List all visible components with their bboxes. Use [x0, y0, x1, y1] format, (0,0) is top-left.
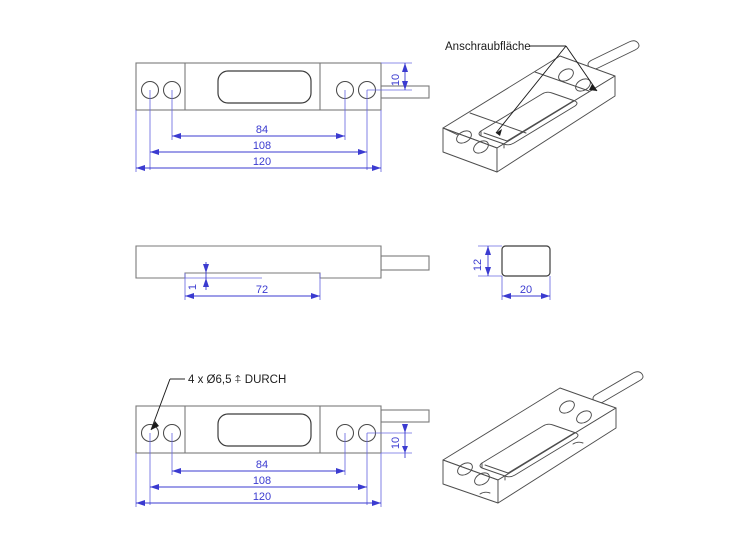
iso-top-near-pad-edge	[442, 127, 459, 136]
side-view: 1 72	[135, 245, 430, 300]
iso-top-hole-4	[473, 140, 489, 154]
top-view-dim-108: 108	[150, 140, 367, 155]
end-view: 12 20	[472, 245, 551, 300]
dim-label-10-bottom: 10	[390, 437, 402, 449]
iso-bottom-slot-depth	[481, 462, 506, 481]
dim-label-1: 1	[187, 284, 199, 290]
iso-top-pad-line-a	[469, 112, 527, 134]
hole-callout-leader	[150, 378, 185, 431]
iso-top-cable	[587, 40, 640, 70]
bottom-view-dim-84: 84	[172, 459, 345, 474]
anschraubflaeche-leader	[495, 45, 598, 136]
top-view: 84 108 120 10	[135, 62, 430, 172]
iso-top-slot-inner	[483, 100, 574, 142]
isometric-view-bottom	[442, 371, 644, 504]
iso-bottom-tick-b	[572, 441, 584, 445]
iso-top-right-face	[496, 75, 616, 173]
bottom-view-slot	[217, 413, 312, 447]
bottom-view-dim-120: 120	[135, 453, 382, 507]
iso-bottom-right-face	[497, 407, 617, 504]
iso-bottom-tick-a	[479, 491, 491, 495]
dim-label-120: 120	[253, 156, 271, 168]
top-view-dim-120: 120	[135, 110, 382, 172]
top-view-dim-10: 10	[367, 62, 412, 91]
dim-label-108-bottom: 108	[253, 475, 271, 487]
iso-top-hole-1	[558, 68, 574, 82]
top-view-dim-84: 84	[172, 124, 345, 139]
bottom-view-dim-108: 108	[150, 475, 367, 490]
iso-bottom-hole-2	[576, 410, 592, 424]
iso-bottom-hole-3	[457, 462, 473, 476]
bottom-view-cable	[380, 409, 430, 423]
iso-top-hole-3	[456, 130, 472, 144]
iso-top-pad-line-b	[534, 71, 590, 92]
side-view-dim-72: 72	[185, 273, 321, 300]
top-view-slot	[217, 70, 312, 104]
dim-label-72: 72	[256, 284, 268, 296]
dim-label-84: 84	[256, 124, 268, 136]
hole-callout-label: 4 x Ø6,5 ⍏ DURCH	[188, 373, 286, 386]
iso-bottom-hole-1	[559, 400, 575, 414]
isometric-view-top: Anschraubfläche	[442, 40, 640, 173]
iso-bottom-slot	[479, 423, 579, 478]
iso-top-slot	[478, 91, 578, 146]
bottom-view-dim-10: 10	[367, 424, 412, 458]
dim-label-120-bottom: 120	[253, 491, 271, 503]
bottom-view: 4 x Ø6,5 ⍏ DURCH 84 108 120	[135, 373, 430, 507]
anschraubflaeche-label: Anschraubfläche	[445, 41, 531, 53]
dim-label-84-bottom: 84	[256, 459, 268, 471]
dim-label-12: 12	[472, 259, 484, 271]
iso-bottom-cable	[592, 371, 644, 404]
dim-label-20: 20	[520, 284, 532, 296]
end-view-body	[501, 245, 551, 277]
side-view-body	[135, 245, 382, 279]
dim-label-10: 10	[390, 74, 402, 86]
iso-bottom-slot-inner	[484, 432, 575, 474]
side-view-dim-1: 1	[184, 262, 262, 300]
iso-bottom-hole-4	[474, 472, 490, 486]
side-view-cable	[380, 255, 430, 271]
iso-top-slot-depth	[480, 130, 505, 149]
end-view-dim-20: 20	[501, 276, 551, 300]
dim-label-108: 108	[253, 140, 271, 152]
end-view-dim-12: 12	[472, 245, 502, 277]
